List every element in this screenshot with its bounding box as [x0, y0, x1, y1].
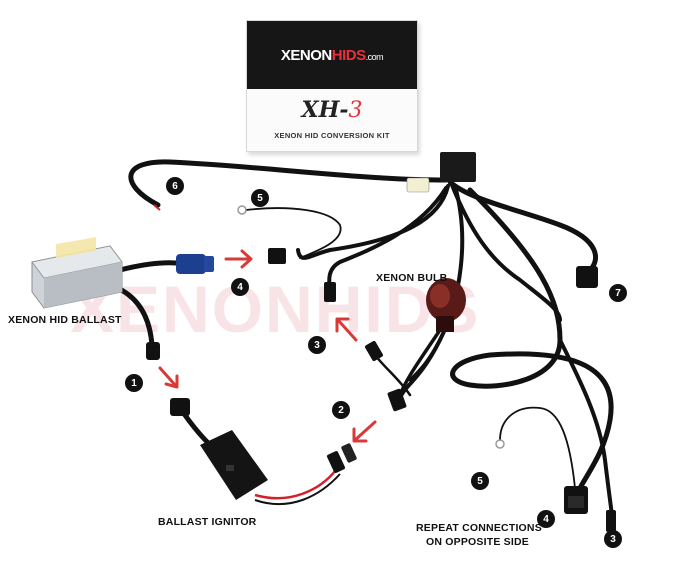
- connector-3-bottom: [606, 510, 616, 532]
- bulb-connector-2: [365, 340, 383, 362]
- badge-5-top: 5: [251, 189, 269, 207]
- badge-3-bottom: 3: [604, 530, 622, 548]
- repeat-label-line1: REPEAT CONNECTIONS: [416, 522, 542, 534]
- watermark: XENONHIDS: [70, 272, 480, 346]
- arrow-1: [158, 366, 179, 389]
- ignitor-label: BALLAST IGNITOR: [158, 516, 257, 528]
- badge-5-bottom: 5: [471, 472, 489, 490]
- badge-7: 7: [609, 284, 627, 302]
- ballast-blue-connector: [176, 254, 214, 274]
- repeat-label-line2: ON OPPOSITE SIDE: [426, 536, 529, 548]
- ring-terminal-bottom: [495, 439, 505, 449]
- ignitor-output-connectors: [326, 443, 357, 473]
- xenon-bulb: [426, 278, 466, 332]
- model-name: XH-3: [301, 97, 363, 123]
- badge-2: 2: [332, 401, 350, 419]
- arrow-4: [224, 249, 253, 269]
- badge-3-top: 3: [308, 336, 326, 354]
- connector-7: [576, 266, 598, 288]
- ballast-lower-connector: [146, 342, 160, 360]
- connector-4-bottom: [564, 486, 588, 514]
- ring-terminal-top: [237, 205, 247, 215]
- ignitor-red-wire: [254, 469, 337, 500]
- brand-logo: XENONHIDS.com: [280, 46, 384, 64]
- connector-4-top: [268, 248, 286, 264]
- kit-subtitle: XENON HID CONVERSION KIT: [274, 131, 390, 140]
- ballast-label: XENON HID BALLAST: [8, 314, 122, 326]
- connector-3-top: [324, 282, 336, 302]
- bulb-label: XENON BULB: [376, 272, 448, 284]
- red-arrows: [158, 249, 377, 443]
- bulb-connector: [387, 388, 407, 412]
- ballast-ignitor: [170, 398, 268, 500]
- ignitor-black-wire: [254, 473, 341, 506]
- badge-1: 1: [125, 374, 143, 392]
- relay-box: [440, 152, 476, 182]
- brand-banner: XENONHIDS.com: [247, 21, 417, 89]
- badge-4-top: 4: [231, 278, 249, 296]
- arrow-3: [335, 317, 358, 342]
- product-box: XENONHIDS.com XH-3 XENON HID CONVERSION …: [246, 20, 418, 152]
- badge-6: 6: [166, 177, 184, 195]
- hid-ballast: [31, 237, 123, 309]
- arrow-2: [352, 420, 377, 443]
- badge-4-bottom: 4: [537, 510, 555, 528]
